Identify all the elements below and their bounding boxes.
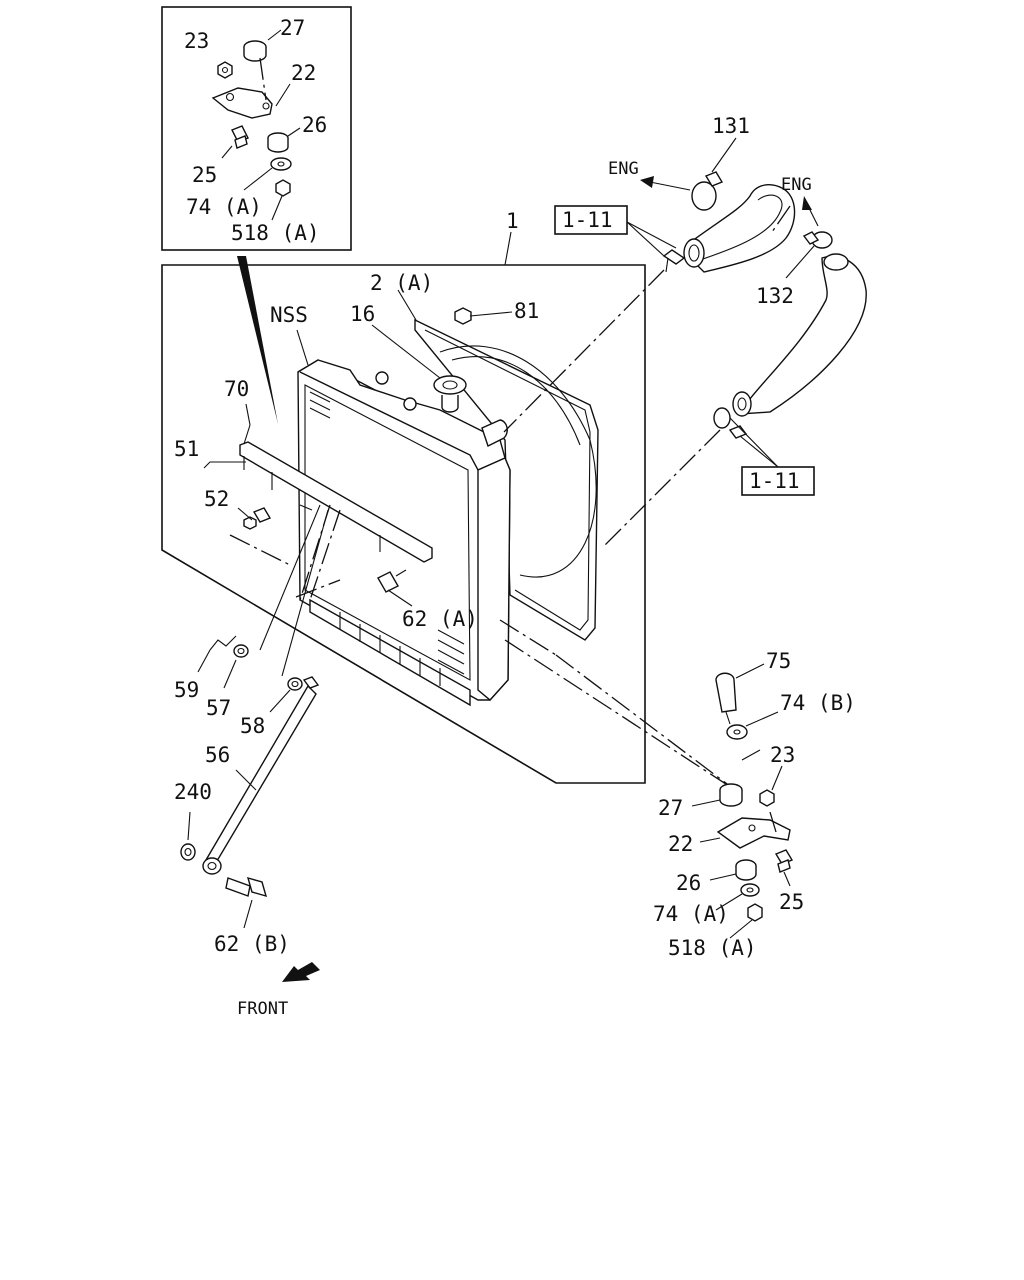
label-74a: 74 (A) bbox=[653, 902, 729, 926]
upper-tank bbox=[297, 359, 506, 471]
stay-assembly: 59 57 58 56 240 62 (B) bbox=[174, 504, 329, 956]
label-16: 16 bbox=[350, 302, 375, 326]
inset-label-74a: 74 (A) bbox=[186, 195, 262, 219]
washer-58 bbox=[287, 677, 303, 691]
upper-hose bbox=[687, 184, 796, 273]
eng-arrow-1-icon bbox=[640, 176, 654, 188]
inset-washer-74a bbox=[270, 157, 292, 171]
ref-box-1-11-upper bbox=[554, 205, 628, 235]
inset-bracket-22 bbox=[211, 87, 273, 119]
inset-nut-518a bbox=[275, 179, 291, 197]
label-1: 1 bbox=[506, 209, 519, 233]
bolt-62b bbox=[225, 877, 251, 897]
washer-57 bbox=[233, 644, 249, 658]
label-23: 23 bbox=[770, 743, 795, 767]
label-56: 56 bbox=[205, 743, 230, 767]
inset-nut-23 bbox=[217, 61, 233, 79]
inset-detail: 23 27 22 26 25 74 (A) 518 (A) bbox=[161, 6, 352, 251]
label-eng-1: ENG bbox=[608, 159, 639, 179]
inset-label-27: 27 bbox=[280, 16, 305, 40]
label-eng-2: ENG bbox=[781, 175, 812, 195]
label-27: 27 bbox=[658, 796, 683, 820]
washer-52 bbox=[243, 516, 257, 530]
label-59: 59 bbox=[174, 678, 199, 702]
inset-callout-pointer bbox=[237, 256, 278, 424]
radiator-cap-16 bbox=[433, 375, 467, 395]
eng-arrow-2-icon bbox=[802, 196, 812, 210]
main-assembly: 1 bbox=[161, 209, 646, 784]
front-arrow-icon bbox=[282, 962, 320, 982]
label-25: 25 bbox=[779, 890, 804, 914]
inset-label-26: 26 bbox=[302, 113, 327, 137]
inset-label-23: 23 bbox=[184, 29, 209, 53]
label-74b: 74 (B) bbox=[780, 691, 856, 715]
washer-240 bbox=[180, 843, 196, 861]
inset-label-518a: 518 (A) bbox=[231, 221, 320, 245]
label-58: 58 bbox=[240, 714, 265, 738]
label-2a: 2 (A) bbox=[370, 271, 433, 295]
nut-518a bbox=[747, 903, 763, 922]
bolt-75 bbox=[715, 672, 737, 713]
label-57: 57 bbox=[206, 696, 231, 720]
lower-tank bbox=[309, 598, 471, 707]
washer-74b bbox=[726, 724, 748, 740]
side-tank bbox=[477, 457, 511, 701]
label-26: 26 bbox=[676, 871, 701, 895]
hose-assembly: ENG ENG 131 132 1-11 1-11 bbox=[503, 114, 867, 546]
hose-clamp-lower bbox=[713, 407, 731, 429]
bolt-81 bbox=[454, 307, 472, 325]
label-52: 52 bbox=[204, 487, 229, 511]
label-70: 70 bbox=[224, 377, 249, 401]
label-131: 131 bbox=[712, 114, 750, 138]
bracket-22 bbox=[716, 817, 791, 849]
label-81: 81 bbox=[514, 299, 539, 323]
hose-clamp-131 bbox=[691, 181, 717, 211]
label-62a: 62 (A) bbox=[402, 607, 478, 631]
inset-frame bbox=[161, 6, 352, 251]
label-ref-1-11-lower: 1-11 bbox=[749, 469, 800, 493]
lower-hose bbox=[738, 255, 867, 415]
label-ref-1-11-upper: 1-11 bbox=[562, 208, 613, 232]
label-132: 132 bbox=[756, 284, 794, 308]
label-240: 240 bbox=[174, 780, 212, 804]
hose-clamp-upper-lower bbox=[662, 249, 686, 265]
part-59 bbox=[209, 635, 237, 651]
inset-label-22: 22 bbox=[291, 61, 316, 85]
front-direction-indicator: FRONT bbox=[237, 962, 320, 1019]
lower-mount-assembly: 75 74 (B) 27 23 22 26 25 bbox=[499, 619, 856, 960]
label-62b: 62 (B) bbox=[214, 932, 290, 956]
bolt-62a bbox=[377, 571, 399, 593]
radiator-fins bbox=[309, 391, 465, 675]
nut-23 bbox=[759, 789, 775, 807]
label-nss: NSS bbox=[270, 303, 308, 327]
label-front: FRONT bbox=[237, 999, 288, 1019]
washer-74a bbox=[740, 883, 760, 897]
label-51: 51 bbox=[174, 437, 199, 461]
label-75: 75 bbox=[766, 649, 791, 673]
bolt-51 bbox=[252, 507, 272, 523]
inset-label-25: 25 bbox=[192, 163, 217, 187]
assembly-frame bbox=[161, 264, 646, 784]
label-518a: 518 (A) bbox=[668, 936, 757, 960]
bracket-70 bbox=[239, 441, 433, 563]
label-22: 22 bbox=[668, 832, 693, 856]
